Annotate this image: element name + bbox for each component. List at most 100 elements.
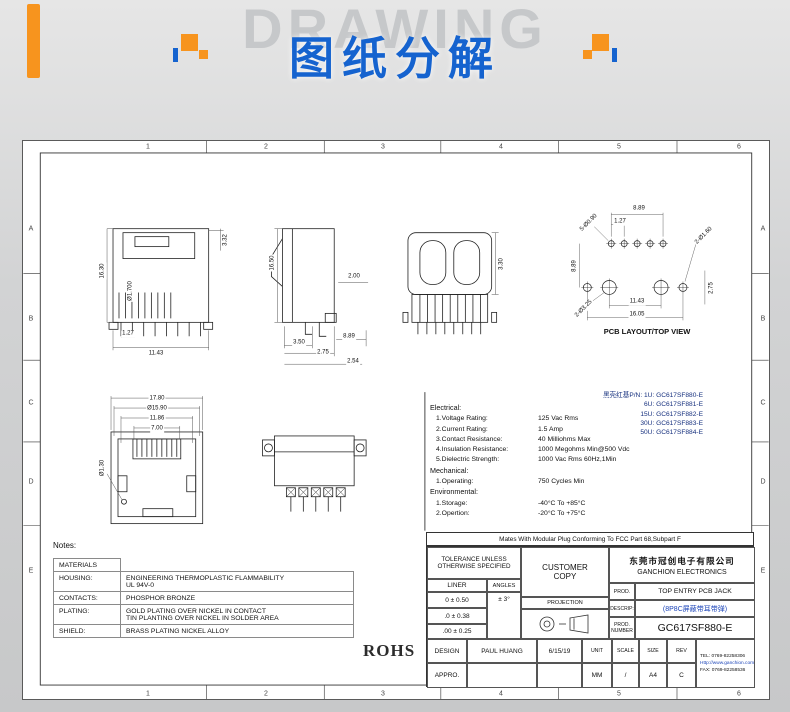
deco-square-left — [181, 34, 198, 51]
grid-col-label: 2 — [264, 690, 268, 698]
size-label: SIZE — [639, 639, 667, 663]
grid-col-label: 1 — [146, 690, 150, 698]
customer-copy: CUSTOMER COPY — [521, 547, 609, 597]
pcb-layout — [581, 238, 689, 297]
company-name-cn: 东莞市冠创电子有限公司 — [629, 555, 735, 566]
note-label-housing: HOUSING: — [53, 571, 121, 592]
prod-title: TOP ENTRY PCB JACK — [635, 583, 755, 600]
spec-section-header: Electrical: — [430, 403, 462, 412]
unit-label: UNIT — [582, 639, 612, 663]
spec-line: 2.Opertion:-20°C To +75°C — [436, 509, 586, 517]
projection-label: PROJECTION — [521, 597, 609, 609]
unit-value: MM — [582, 663, 612, 688]
dimension-label: 8.89 — [632, 205, 646, 213]
part-number: 50U: GC617SF884-E — [640, 429, 703, 437]
deco-blue-right — [612, 48, 617, 62]
dim-lines-rear — [491, 232, 499, 295]
view-caption: PCB LAYOUT/TOP VIEW — [603, 326, 691, 336]
prod-number-label: PROD. NUMBER — [609, 617, 635, 639]
liner-header: LINER — [427, 579, 487, 592]
dimension-label: 8.89 — [342, 333, 356, 341]
dimension-label: 11.43 — [147, 350, 165, 358]
dimension-label: Ø15.90 — [146, 405, 168, 413]
grid-row-label: D — [28, 478, 34, 486]
dimension-label: 3.30 — [498, 257, 506, 271]
title-block: TOLERANCE UNLESS OTHERWISE SPECIFIED LIN… — [426, 546, 755, 688]
dimension-label: 2.00 — [347, 273, 361, 281]
sheet-frame — [23, 141, 769, 699]
mates-note: Mates With Modular Plug Conforming To FC… — [426, 532, 754, 546]
spec-line: 5.Dielectric Strength:1000 Vac Rms 60Hz,… — [436, 456, 617, 464]
view-side — [271, 228, 337, 337]
dimension-label: 16.05 — [628, 311, 646, 319]
tolerance-row-2: .0 ± 0.38 — [427, 608, 487, 624]
spec-line: 1.Operating:750 Cycles Min — [436, 478, 585, 486]
view-front-shield — [108, 228, 214, 337]
deco-blue-left — [173, 48, 178, 62]
dimension-label: 1.27 — [121, 330, 135, 338]
scale-value: / — [612, 663, 639, 688]
dimension-label: 2-Ø1.60 — [693, 225, 715, 247]
table-row: CONTACTS: PHOSPHOR BRONZE — [53, 591, 354, 605]
grid-col-label: 6 — [737, 143, 741, 151]
note-label-plating: PLATING: — [53, 604, 121, 625]
dimension-label: 5-Ø0.90 — [578, 212, 600, 234]
descrip-label: DESCRIP: — [609, 600, 635, 617]
grid-col-label: 5 — [617, 143, 621, 151]
note-value-contacts: PHOSPHOR BRONZE — [120, 591, 354, 605]
dimension-label: 8.89 — [571, 259, 579, 273]
table-row: PLATING: GOLD PLATING OVER NICKEL IN CON… — [53, 604, 354, 625]
fax: FAX: 0769-82258536 — [700, 668, 746, 673]
grid-row-label: A — [760, 225, 766, 233]
third-angle-projection-icon — [539, 614, 589, 634]
spec-line: 2.Current Rating:1.5 Amp — [436, 425, 563, 433]
grid-row-label: B — [760, 315, 766, 323]
appro-date — [537, 663, 582, 688]
appro-name — [467, 663, 537, 688]
notes-title: Notes: — [53, 541, 77, 550]
design-label: DESIGN — [427, 639, 467, 663]
grid-row-label: C — [28, 399, 34, 407]
dimension-label: 2.75 — [316, 349, 330, 357]
spec-section-header: Mechanical: — [430, 465, 469, 475]
tolerance-title: TOLERANCE UNLESS OTHERWISE SPECIFIED — [427, 547, 521, 579]
rev-value: C — [667, 663, 696, 688]
rev-label: REV — [667, 639, 696, 663]
note-value-shield: BRASS PLATING NICKEL ALLOY — [120, 624, 354, 638]
angles-header: ANGLES — [487, 579, 521, 592]
spec-line: 4.Insulation Resistance:1000 Megohms Min… — [436, 446, 630, 454]
grid-col-label: 4 — [499, 143, 503, 151]
dimension-label: 16.50 — [269, 254, 277, 272]
view-rear — [402, 232, 498, 335]
prod-number: GC617SF880-E — [635, 617, 755, 639]
dimension-label: 1.27 — [613, 218, 627, 226]
deco-square-left-small — [199, 50, 208, 59]
deco-square-right-small — [583, 50, 592, 59]
dimension-label: 3.50 — [292, 339, 306, 347]
grid-col-label: 5 — [617, 690, 621, 698]
page-title: 图纸分解 — [288, 33, 501, 84]
dimension-label: 2-Ø3.25 — [573, 298, 595, 320]
note-value-plating: GOLD PLATING OVER NICKEL IN CONTACT TIN … — [120, 604, 354, 625]
grid-row-label: D — [760, 478, 766, 486]
part-number: 15U: GC617SF882-E — [640, 410, 703, 418]
size-value: A4 — [639, 663, 667, 688]
dimension-label: 3.32 — [222, 233, 230, 247]
part-number: 黑壳红基P/N: 1U: GC617SF880-E — [602, 392, 703, 399]
company-cell: 东莞市冠创电子有限公司 GANCHION ELECTRONICS — [609, 547, 755, 583]
appro-label: APPRO. — [427, 663, 467, 688]
grid-row-label: C — [760, 399, 766, 407]
part-number: 30U: GC617SF883-E — [640, 419, 703, 427]
table-row: SHIELD: BRASS PLATING NICKEL ALLOY — [53, 624, 354, 638]
dimension-label: 17.80 — [148, 395, 166, 403]
dimension-label: 11.86 — [148, 415, 166, 423]
scale-label: SCALE — [612, 639, 639, 663]
grid-col-label: 2 — [264, 143, 268, 151]
dimension-label: 2.54 — [346, 358, 360, 366]
table-row: MATERIALS — [53, 558, 354, 572]
dimension-label: 2.75 — [708, 281, 716, 295]
grid-col-label: 3 — [381, 690, 385, 698]
angle-tolerance: ± 3° — [487, 592, 521, 639]
